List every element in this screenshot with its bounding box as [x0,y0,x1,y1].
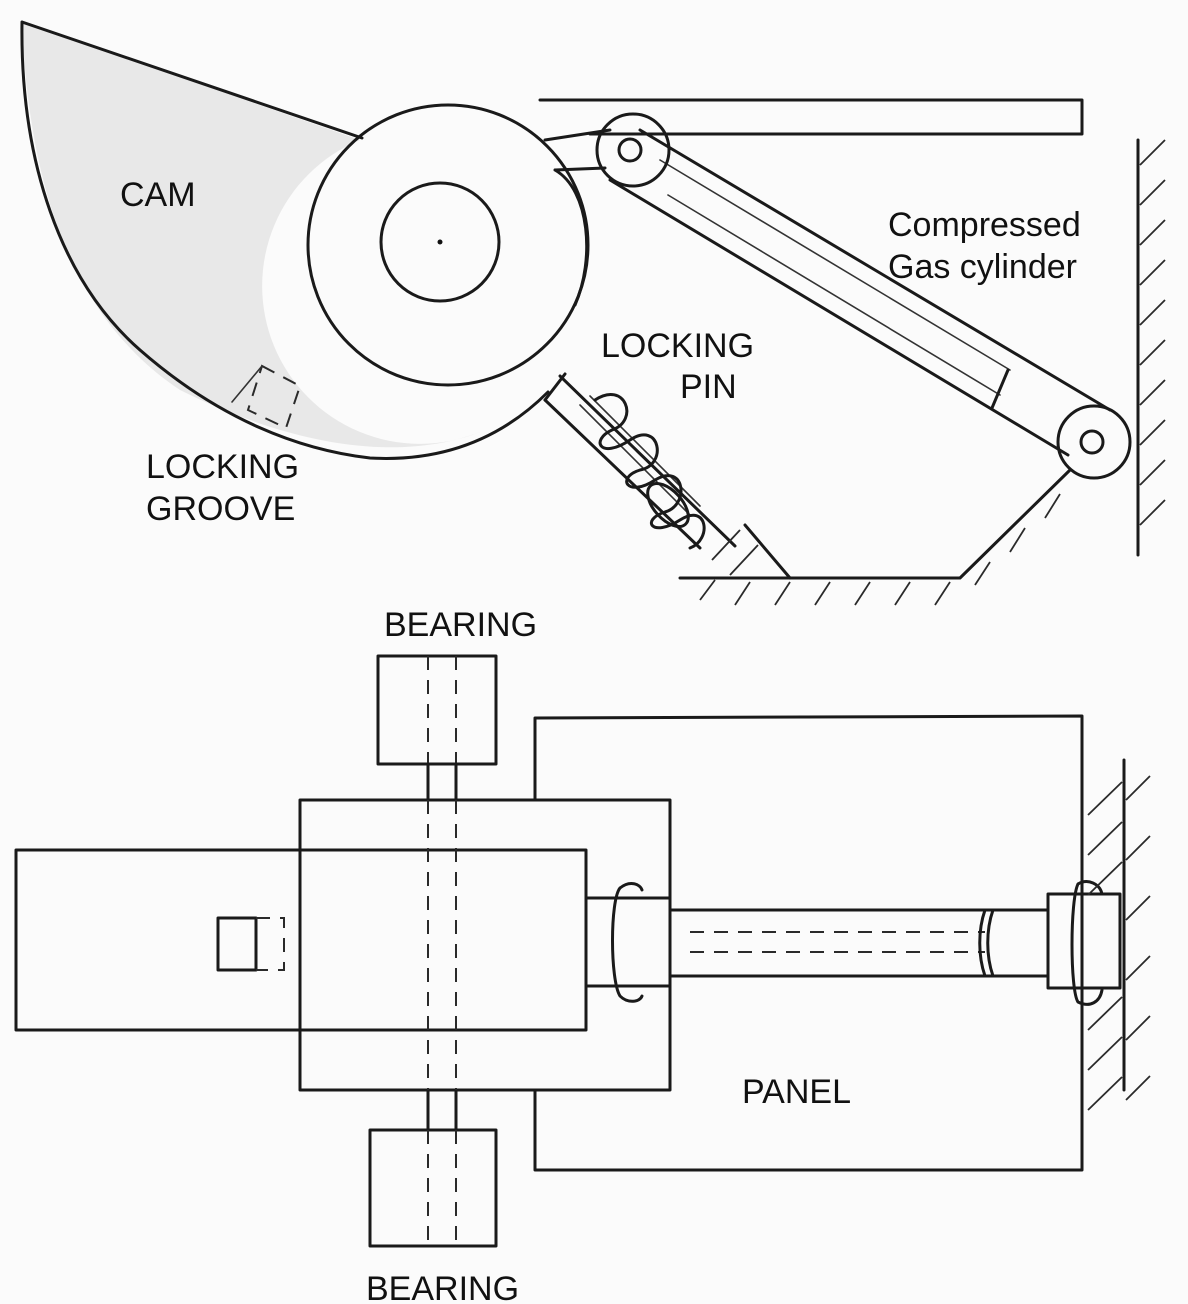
cam-shaft-center [437,239,443,245]
label-bearing-bottom: BEARING [366,1270,519,1304]
locking-pin-spring [593,393,706,550]
panel-outline [533,714,1084,1172]
cylinder-top-pivot [595,112,671,188]
cam-shaft [379,181,501,303]
label-panel: PANEL [742,1073,851,1111]
cam-hub [306,103,590,387]
locking-groove-plan [216,916,258,972]
cylinder-bottom-pivot [1056,404,1132,480]
locking-groove [246,364,302,430]
cam-body [20,20,550,460]
side-elevation-view: CAM Compressed Gas cylinder LOCKING PIN … [20,20,1166,606]
gas-cylinder-plan [584,880,1122,1006]
locking-pin-assembly [543,372,737,550]
label-compressed: Compressed [888,206,1081,244]
frame-hatching [699,139,1166,606]
top-rail [538,98,1084,136]
bearing-bottom [368,1128,498,1248]
label-locking-pin-2: PIN [680,368,737,406]
gas-cylinder [595,112,1132,480]
frame-floor [678,468,1072,580]
cylinder-mount-plan [1046,892,1122,990]
bearing-top [376,654,498,766]
cam-hook-arm [543,128,612,307]
label-bearing-top: BEARING [384,606,537,644]
label-locking-pin-1: LOCKING [601,327,754,365]
wall-hatching-plan [1087,775,1151,1111]
label-locking-groove-2: GROOVE [146,490,295,528]
hub-block [298,798,672,1092]
label-gas-cylinder: Gas cylinder [888,248,1077,286]
label-cam: CAM [120,176,196,214]
plan-view: BEARING PANEL BEARING [14,606,1151,1304]
label-locking-groove-1: LOCKING [146,448,299,486]
